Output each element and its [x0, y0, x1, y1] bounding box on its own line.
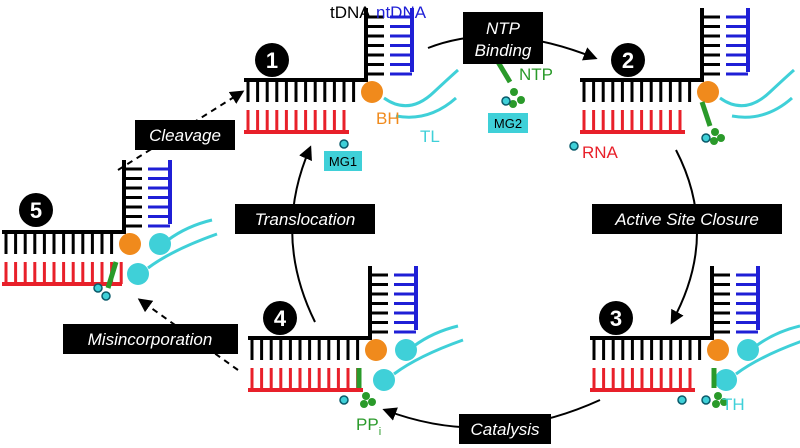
svg-text:1: 1 — [266, 48, 278, 73]
label-ppi: PPi — [356, 415, 381, 438]
label-mg2: MG2 — [488, 113, 528, 133]
complex-state-1 — [244, 8, 459, 149]
svg-text:Cleavage: Cleavage — [149, 126, 221, 145]
complexes — [2, 8, 800, 408]
arrow-active-site-closure — [670, 149, 698, 325]
label-tdna: tDNA — [330, 3, 371, 22]
svg-text:MG1: MG1 — [329, 154, 357, 169]
svg-text:3: 3 — [610, 306, 622, 331]
svg-text:NTP: NTP — [486, 19, 521, 38]
svg-text:Catalysis: Catalysis — [471, 420, 540, 439]
complex-state-5 — [2, 160, 218, 301]
step-box-catalysis: Catalysis — [459, 414, 551, 444]
state-badge-3: 3 — [599, 301, 633, 335]
step-box-cleavage: Cleavage — [135, 120, 235, 150]
step-box-misincorporation: Misincorporation — [63, 324, 238, 354]
svg-text:Binding: Binding — [475, 41, 532, 60]
step-box-active-site-closure: Active Site Closure — [592, 204, 782, 234]
svg-text:MG2: MG2 — [494, 116, 522, 131]
complex-state-4 — [248, 266, 464, 408]
label-th: TH — [722, 395, 745, 414]
arrow-translocation — [291, 145, 316, 323]
svg-text:4: 4 — [274, 306, 287, 331]
svg-text:5: 5 — [30, 198, 42, 223]
label-tl: TL — [420, 127, 440, 146]
label-ntdna: ntDNA — [376, 3, 427, 22]
free-ntp — [495, 60, 525, 108]
state-badge-4: 4 — [263, 301, 297, 335]
svg-text:Misincorporation: Misincorporation — [88, 330, 213, 349]
label-ntp: NTP — [519, 65, 553, 84]
label-mg1: MG1 — [324, 151, 362, 171]
svg-text:2: 2 — [622, 48, 634, 73]
svg-text:Active Site Closure: Active Site Closure — [614, 210, 759, 229]
step-box-ntp-binding: NTP Binding — [463, 12, 543, 64]
svg-text:Translocation: Translocation — [255, 210, 356, 229]
step-box-translocation: Translocation — [235, 204, 375, 234]
complex-state-3 — [590, 266, 800, 408]
label-rna: RNA — [582, 143, 619, 162]
state-badge-2: 2 — [611, 43, 645, 77]
complex-state-2 — [569, 8, 795, 151]
label-bh: BH — [376, 109, 400, 128]
state-badge-1: 1 — [255, 43, 289, 77]
arrow-cleavage — [117, 90, 245, 171]
state-badge-5: 5 — [19, 193, 53, 227]
